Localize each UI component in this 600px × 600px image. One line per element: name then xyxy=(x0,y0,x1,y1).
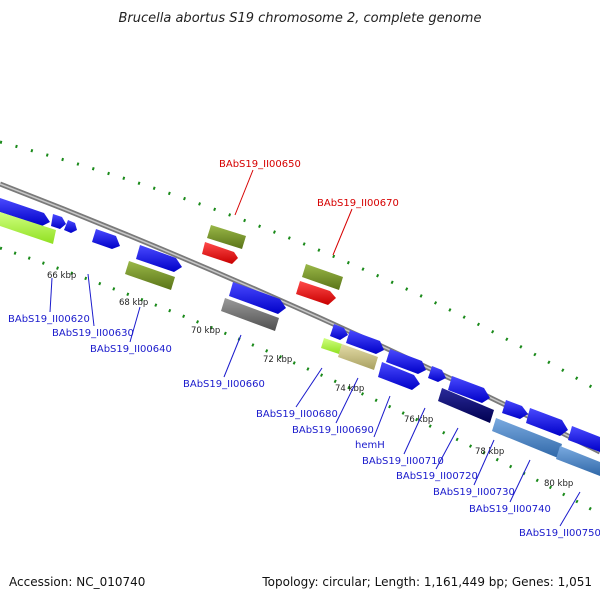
gene-arrow[interactable] xyxy=(51,214,66,229)
gene-arrow[interactable] xyxy=(64,220,77,233)
gene-arrow[interactable] xyxy=(92,229,120,249)
gene-arrow[interactable] xyxy=(221,298,279,331)
gene-label-BAbS19_II00650[interactable]: BAbS19_II00650 xyxy=(219,159,301,170)
gene-label-BAbS19_II00670[interactable]: BAbS19_II00670 xyxy=(317,198,399,209)
gene-arrow[interactable] xyxy=(0,212,56,244)
gene-arrow[interactable] xyxy=(438,388,494,423)
map-title: Brucella abortus S19 chromosome 2, compl… xyxy=(119,11,482,26)
gene-arrow[interactable] xyxy=(338,344,378,370)
gene-arrow[interactable] xyxy=(202,242,238,264)
gene-arrow[interactable] xyxy=(302,264,343,290)
kbp-label: 74 kbp xyxy=(335,384,364,394)
gene-arrow[interactable] xyxy=(346,330,384,354)
gene-label-BAbS19_II00620[interactable]: BAbS19_II00620 xyxy=(8,314,90,325)
leader-line xyxy=(403,407,426,455)
leader-line xyxy=(223,334,242,378)
gene-labels: BAbS19_II00650 BAbS19_II00670 BAbS19_II0… xyxy=(8,159,600,539)
gene-arrow[interactable] xyxy=(330,324,348,340)
gene-label-BAbS19_II00750[interactable]: BAbS19_II00750 xyxy=(519,528,600,539)
gene-arrow[interactable] xyxy=(428,366,446,382)
leader-line xyxy=(87,273,95,327)
gene-arrow[interactable] xyxy=(502,400,528,419)
kbp-label: 78 kbp xyxy=(475,447,504,457)
leader-line xyxy=(49,277,53,313)
kbp-label: 66 kbp xyxy=(47,271,76,281)
gene-arrow[interactable] xyxy=(492,418,562,458)
gene-arrow[interactable] xyxy=(378,362,420,390)
gene-label-BAbS19_II00680[interactable]: BAbS19_II00680 xyxy=(256,409,338,420)
gene-arrow[interactable] xyxy=(386,349,426,374)
gene-label-BAbS19_II00690[interactable]: BAbS19_II00690 xyxy=(292,425,374,436)
topology-text: Topology: circular; Length: 1,161,449 bp… xyxy=(261,575,592,589)
gene-label-BAbS19_II00630[interactable]: BAbS19_II00630 xyxy=(52,328,134,339)
leader-line xyxy=(373,395,391,438)
gene-arrow[interactable] xyxy=(448,376,490,403)
kbp-label: 68 kbp xyxy=(119,298,148,308)
gene-label-BAbS19_II00660[interactable]: BAbS19_II00660 xyxy=(183,379,265,390)
leader-line xyxy=(435,427,459,470)
leader-line xyxy=(509,459,531,503)
accession-text: Accession: NC_010740 xyxy=(9,575,145,589)
kbp-label: 70 kbp xyxy=(191,326,220,336)
gene-arrow[interactable] xyxy=(207,225,246,249)
kbp-label: 76 kbp xyxy=(404,415,433,425)
gene-label-BAbS19_II00720[interactable]: BAbS19_II00720 xyxy=(396,471,478,482)
forward-strand-genes xyxy=(0,198,600,452)
kbp-label: 72 kbp xyxy=(263,355,292,365)
kbp-label: 80 kbp xyxy=(544,479,573,489)
gene-arrow[interactable] xyxy=(125,261,175,290)
leader-line xyxy=(332,208,353,256)
reverse-strand-genes xyxy=(0,212,600,476)
gene-arrow[interactable] xyxy=(568,426,600,452)
leader-line xyxy=(559,491,581,527)
leader-lines xyxy=(49,169,581,527)
gene-arrow[interactable] xyxy=(136,245,182,272)
scale-labels: 66 kbp 68 kbp 70 kbp 72 kbp 74 kbp 76 kb… xyxy=(47,271,573,489)
gene-label-BAbS19_II00730[interactable]: BAbS19_II00730 xyxy=(433,487,515,498)
gene-arrow[interactable] xyxy=(229,282,286,314)
gene-label-hemH[interactable]: hemH xyxy=(355,440,385,451)
gene-label-BAbS19_II00640[interactable]: BAbS19_II00640 xyxy=(90,344,172,355)
leader-line xyxy=(295,367,323,408)
gene-arrow[interactable] xyxy=(296,281,336,305)
leader-line xyxy=(335,377,359,424)
gene-arrow[interactable] xyxy=(526,408,568,436)
gene-arrow[interactable] xyxy=(556,446,600,476)
gene-arrow[interactable] xyxy=(0,198,50,226)
leader-line xyxy=(129,306,141,343)
gene-label-BAbS19_II00740[interactable]: BAbS19_II00740 xyxy=(469,504,551,515)
gene-label-BAbS19_II00710[interactable]: BAbS19_II00710 xyxy=(362,456,444,467)
leader-line xyxy=(234,169,254,216)
leader-line xyxy=(473,439,495,486)
gene-arrow[interactable] xyxy=(321,338,342,354)
